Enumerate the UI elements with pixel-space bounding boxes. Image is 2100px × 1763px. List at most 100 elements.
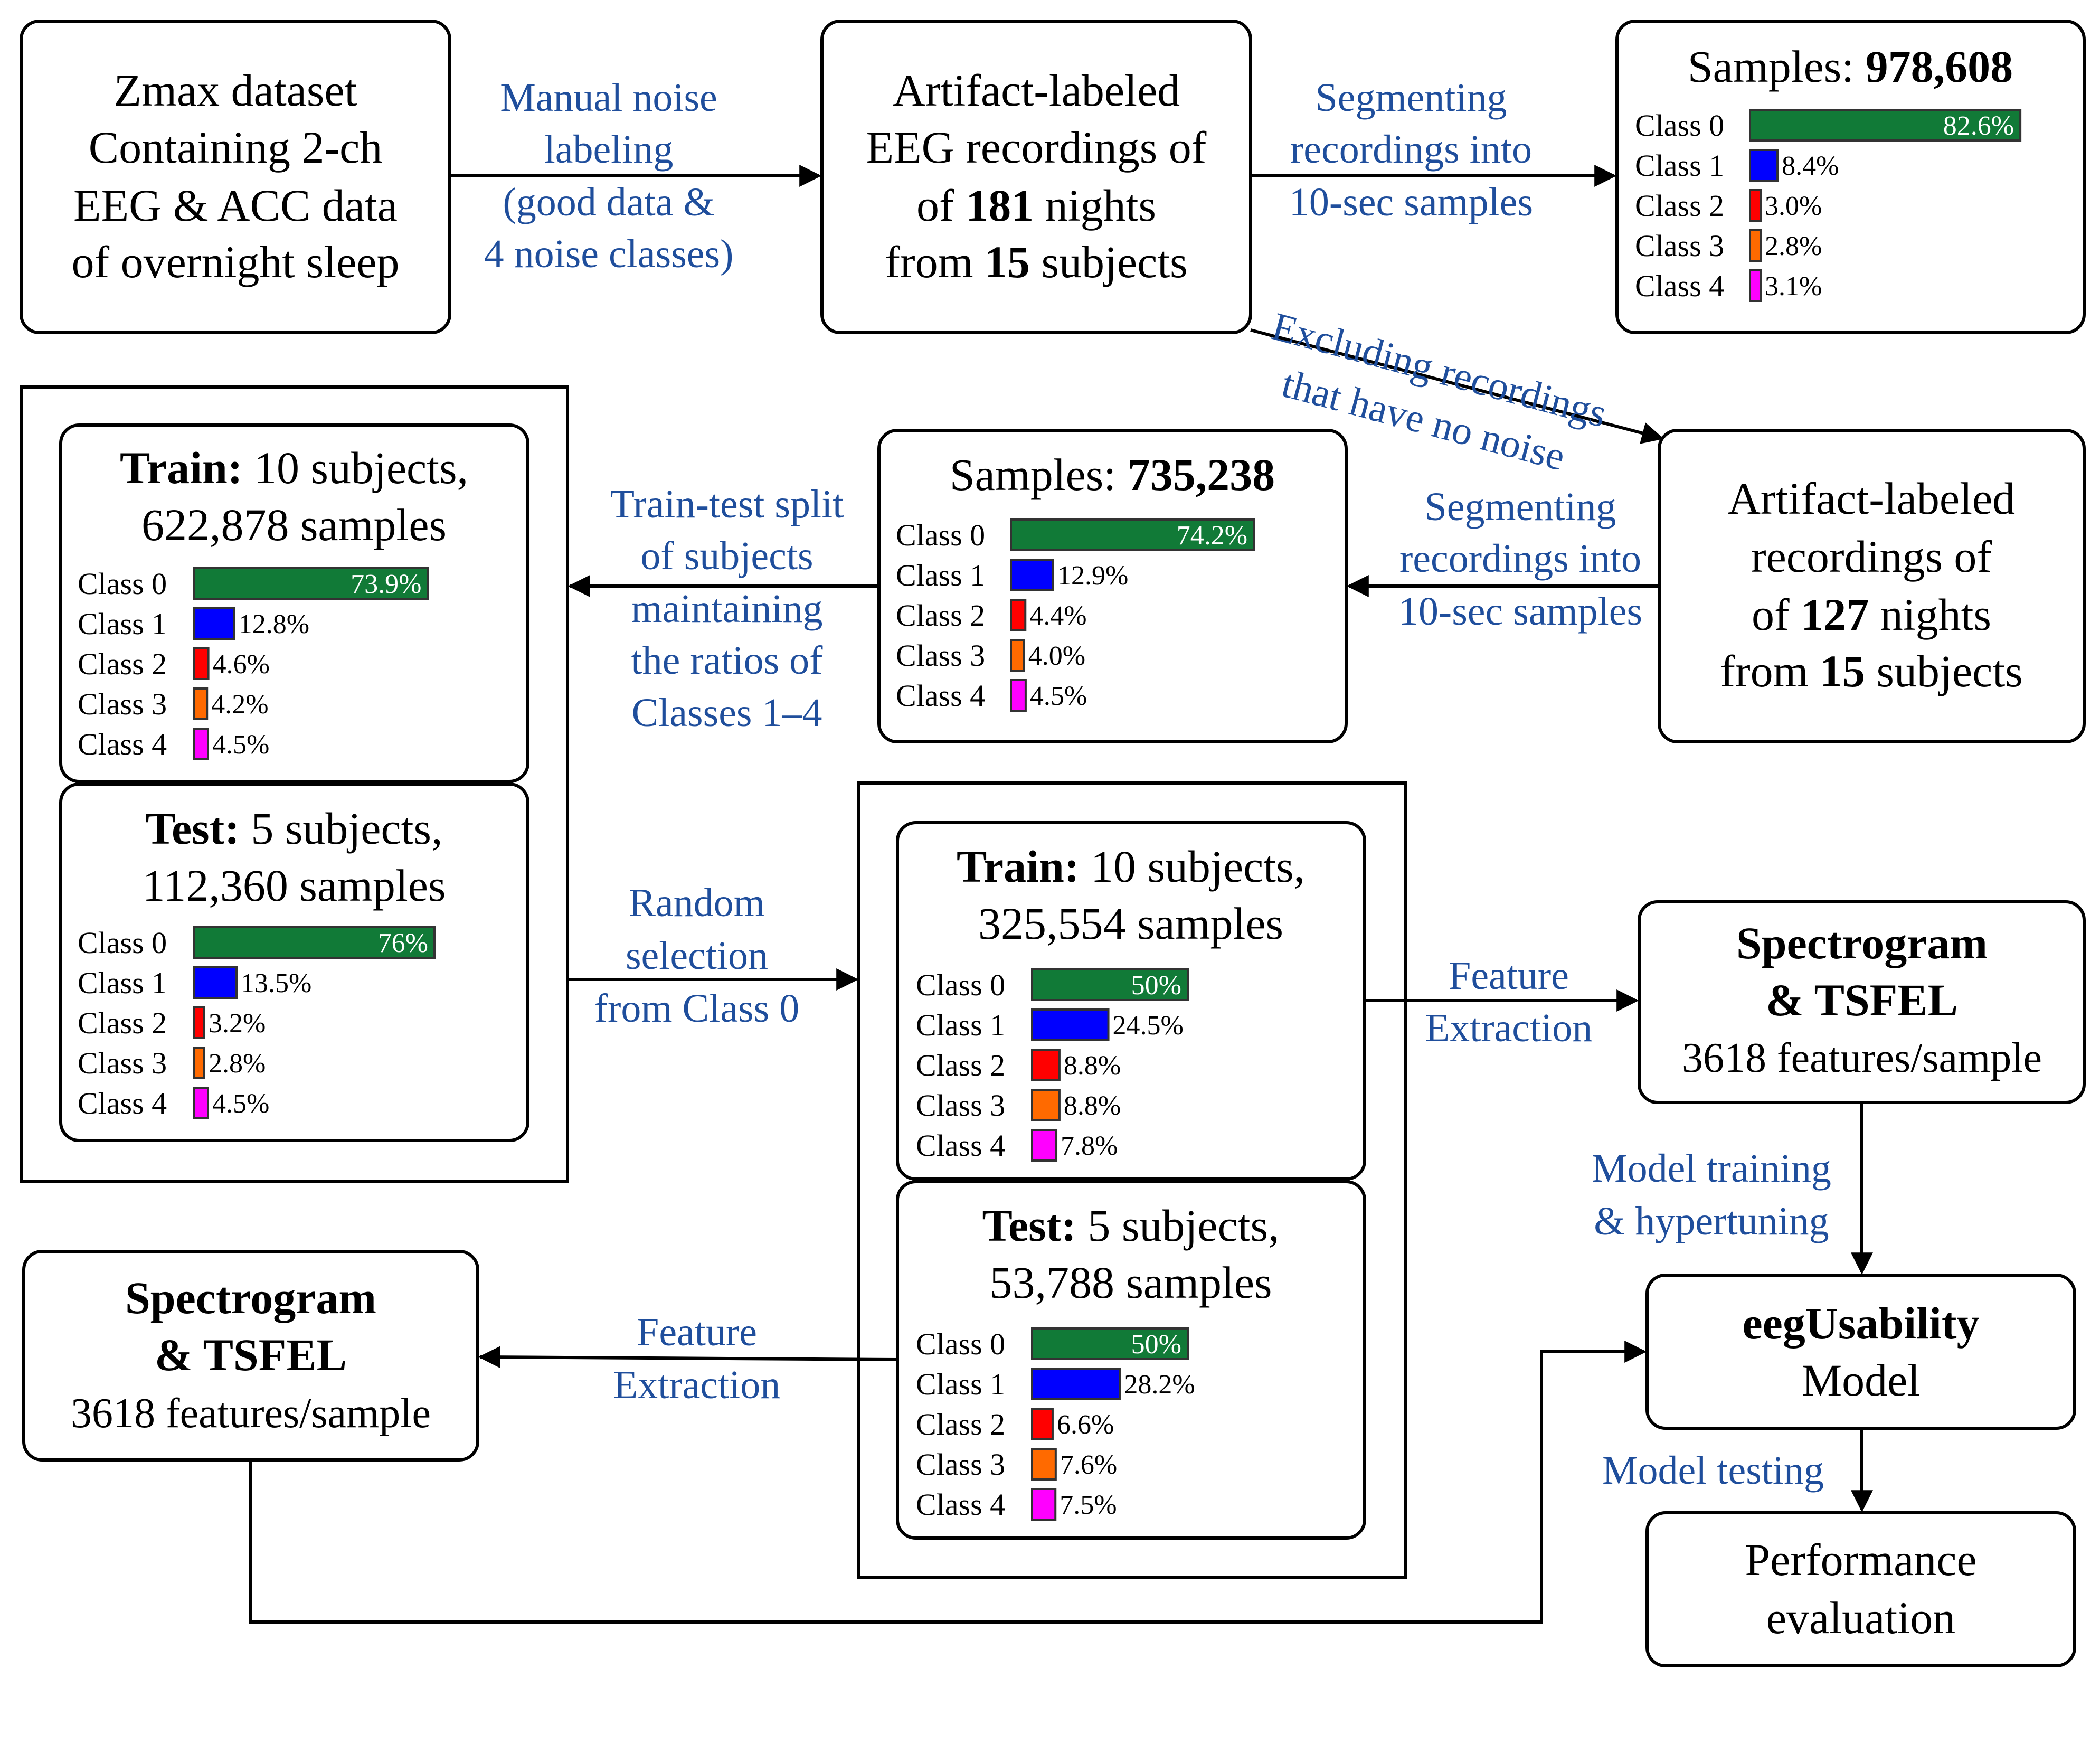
chart-1-bar-class-0 — [1010, 518, 1255, 551]
eeg181-line-3: of 181 nights — [916, 180, 1156, 231]
chart-5-value-label-3: 7.6% — [1060, 1450, 1117, 1480]
edge-label-segment-mid: Segmenting recordings into 10-sec sample… — [1398, 485, 1642, 634]
manual-noise-line-4: 4 noise classes) — [484, 232, 734, 276]
chart-5-title: Test: 5 subjects, — [982, 1200, 1280, 1251]
chart-3-value-label-0: 76% — [378, 928, 428, 958]
rec127-line-4: from 15 subjects — [1720, 646, 2022, 696]
manual-noise-line-3: (good data & — [503, 180, 714, 224]
chart-5-subtitle: 53,788 samples — [989, 1257, 1272, 1308]
split-line-2: of subjects — [640, 534, 813, 578]
segment-mid-line-1: Segmenting — [1424, 485, 1616, 529]
chart-5-bar-class-1 — [1031, 1368, 1121, 1400]
chart-1-category-label-3: Class 3 — [896, 638, 985, 673]
chart-2-value-label-1: 12.8% — [239, 609, 309, 639]
zmax-line-4: of overnight sleep — [72, 237, 400, 287]
edge-label-segment-top: Segmenting recordings into 10-sec sample… — [1289, 76, 1533, 224]
chart-0-title: Samples: 978,608 — [1688, 41, 2013, 92]
random-line-3: from Class 0 — [594, 986, 799, 1031]
chart-0-value-label-0: 82.6% — [1943, 111, 2014, 141]
chart-4-bar-class-1 — [1031, 1008, 1110, 1041]
chart-0-bar-class-4 — [1749, 269, 1762, 302]
split-group-frame — [20, 385, 569, 1183]
chart-5-category-label-3: Class 3 — [916, 1447, 1005, 1482]
chart-5-value-label-4: 7.5% — [1060, 1490, 1117, 1520]
features-left-sub: 3618 features/sample — [71, 1390, 431, 1437]
chart-train-622878: Train: 10 subjects, 622,878 samples Clas… — [78, 442, 468, 761]
manual-noise-line-1: Manual noise — [500, 76, 717, 120]
zmax-line-2: Containing 2-ch — [89, 122, 383, 173]
features-right-title-2: & TSFEL — [1766, 975, 1958, 1025]
arrow-test-features-to-model — [249, 1341, 1647, 1624]
test-112360-box — [59, 782, 529, 1142]
chart-0-value-label-2: 3.0% — [1765, 191, 1822, 221]
chart-2-value-label-0: 73.9% — [351, 569, 421, 599]
features-left-title-2: & TSFEL — [155, 1330, 347, 1380]
chart-1-value-label-3: 4.0% — [1028, 641, 1085, 671]
chart-3-value-label-3: 2.8% — [209, 1049, 266, 1079]
chart-5-bar-class-0 — [1031, 1327, 1189, 1360]
chart-4-bar-class-4 — [1031, 1129, 1058, 1162]
arrow-feature-left — [478, 1346, 898, 1369]
edge-label-feature-left: Feature Extraction — [613, 1310, 781, 1407]
edge-label-training: Model training & hypertuning — [1592, 1146, 1831, 1243]
performance-line-1: Performance — [1745, 1534, 1976, 1585]
rec127-line-2: recordings of — [1751, 531, 1992, 582]
features-right-text: Spectrogram & TSFEL 3618 features/sample — [1682, 918, 2042, 1081]
chart-4-value-label-0: 50% — [1131, 970, 1181, 1001]
split-line-3: maintaining — [631, 587, 822, 631]
chart-0-category-label-4: Class 4 — [1635, 269, 1724, 303]
rec127-line-3: of 127 nights — [1752, 589, 1991, 640]
chart-2-bar-class-4 — [193, 728, 209, 760]
chart-0-value-label-1: 8.4% — [1782, 151, 1839, 181]
chart-1-value-label-1: 12.9% — [1057, 561, 1128, 591]
chart-2-category-label-3: Class 3 — [78, 687, 167, 721]
test-53788-box — [896, 1180, 1366, 1540]
chart-0-category-label-0: Class 0 — [1635, 108, 1724, 143]
chart-4-value-label-2: 8.8% — [1064, 1051, 1121, 1081]
chart-4-category-label-2: Class 2 — [916, 1048, 1005, 1082]
features-right-title-1: Spectrogram — [1736, 918, 1988, 968]
chart-5-category-label-1: Class 1 — [916, 1367, 1005, 1401]
chart-test-112360: Test: 5 subjects, 112,360 samples Class … — [78, 803, 446, 1120]
chart-3-value-label-4: 4.5% — [212, 1089, 269, 1119]
random-line-1: Random — [629, 881, 765, 925]
chart-3-category-label-0: Class 0 — [78, 926, 167, 960]
chart-5-category-label-0: Class 0 — [916, 1327, 1005, 1361]
eeg181-line-1: Artifact-labeled — [893, 65, 1180, 116]
chart-4-bar-class-3 — [1031, 1089, 1061, 1121]
chart-3-value-label-1: 13.5% — [241, 968, 311, 998]
chart-3-category-label-4: Class 4 — [78, 1086, 167, 1120]
eeg181-line-4: from 15 subjects — [885, 237, 1187, 287]
chart-1-category-label-1: Class 1 — [896, 558, 985, 592]
model-sub: Model — [1802, 1355, 1921, 1406]
chart-0-bar-class-0 — [1749, 109, 2022, 142]
chart-5-value-label-0: 50% — [1131, 1330, 1181, 1360]
chart-2-subtitle: 622,878 samples — [141, 499, 447, 550]
chart-3-category-label-1: Class 1 — [78, 966, 167, 1000]
chart-0-value-label-3: 2.8% — [1765, 231, 1822, 261]
chart-4-category-label-0: Class 0 — [916, 968, 1005, 1002]
chart-2-category-label-4: Class 4 — [78, 727, 167, 761]
edge-label-random: Random selection from Class 0 — [594, 881, 799, 1031]
chart-3-value-label-2: 3.2% — [209, 1008, 266, 1039]
chart-1-title: Samples: 735,238 — [950, 449, 1275, 500]
chart-1-category-label-2: Class 2 — [896, 598, 985, 633]
chart-5-category-label-4: Class 4 — [916, 1487, 1005, 1522]
performance-evaluation-box — [1645, 1511, 2076, 1667]
chart-1-category-label-4: Class 4 — [896, 678, 985, 713]
chart-5-category-label-2: Class 2 — [916, 1407, 1005, 1441]
feature-left-line-2: Extraction — [613, 1363, 781, 1407]
split-line-1: Train-test split — [610, 482, 844, 526]
features-left-title-1: Spectrogram — [125, 1272, 376, 1323]
chart-0-bar-class-3 — [1749, 229, 1762, 262]
training-line-1: Model training — [1592, 1146, 1831, 1191]
chart-3-bar-class-4 — [193, 1087, 209, 1119]
training-line-2: & hypertuning — [1594, 1199, 1829, 1243]
chart-2-value-label-3: 4.2% — [211, 690, 268, 720]
chart-2-value-label-2: 4.6% — [213, 649, 270, 680]
chart-test-53788: Test: 5 subjects, 53,788 samples Class 0… — [916, 1200, 1279, 1522]
chart-4-category-label-1: Class 1 — [916, 1008, 1005, 1042]
balanced-group-frame — [857, 781, 1407, 1579]
